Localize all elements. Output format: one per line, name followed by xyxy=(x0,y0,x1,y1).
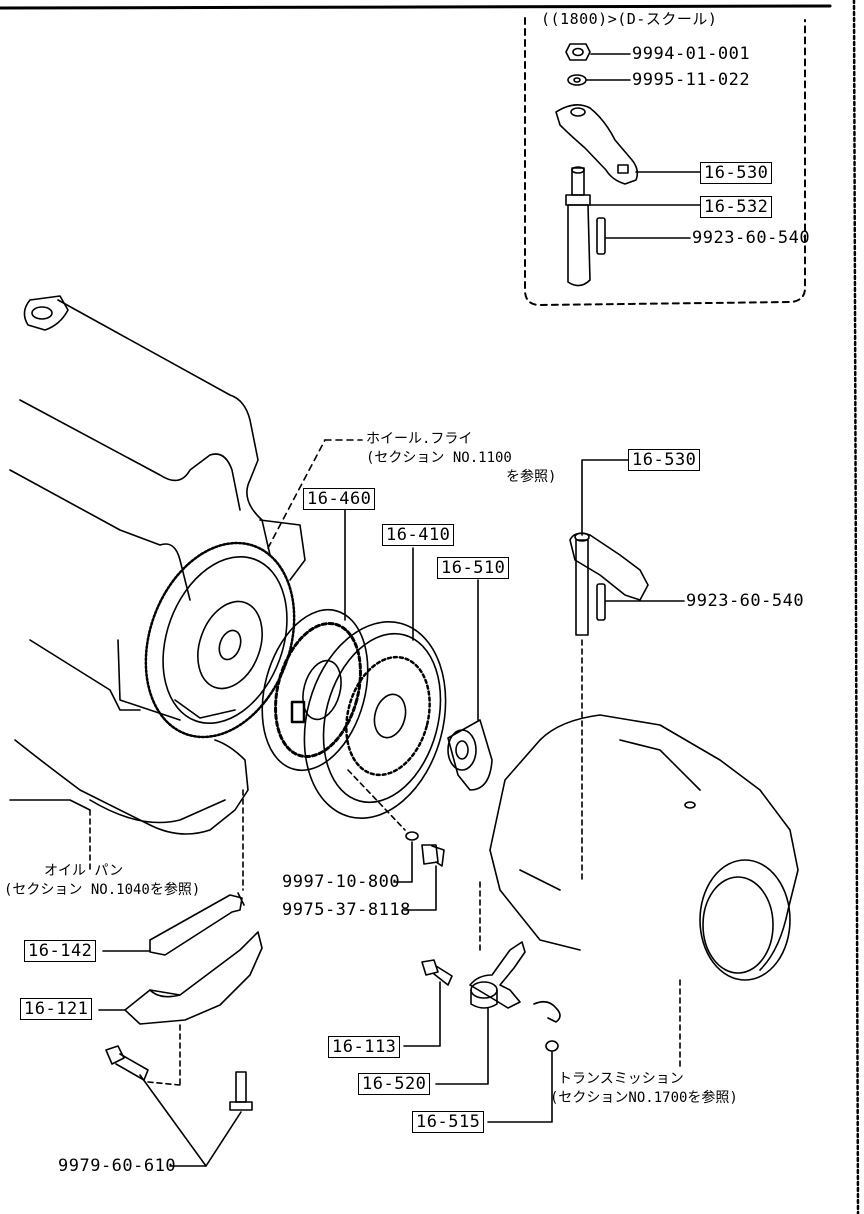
part-16-510: 16-510 xyxy=(437,557,510,579)
part-16-530-inset: 16-530 xyxy=(700,162,773,184)
fork-bolt-icon xyxy=(421,959,453,986)
engine-block xyxy=(9,295,271,721)
part-9923-60-540: 9923-60-540 xyxy=(686,591,805,611)
part-9979-60-610: 9979-60-610 xyxy=(58,1156,177,1176)
part-16-530: 16-530 xyxy=(628,449,701,471)
inset-dashed-box xyxy=(524,17,806,306)
page-right-border xyxy=(852,0,860,1214)
leader-cover-h xyxy=(147,1081,181,1086)
part-9975-37-8118: 9975-37-8118 xyxy=(282,900,411,920)
release-fork xyxy=(469,941,526,1009)
leader-16-520 xyxy=(435,1007,489,1085)
release-shaft-pin-icon xyxy=(596,583,606,621)
transmission xyxy=(489,714,799,981)
note-flywheel: ホイール.フライ (セクション NO.1100 を参照) xyxy=(366,430,556,487)
leader-16-530 xyxy=(581,459,629,536)
lock-washer-icon xyxy=(405,831,419,841)
note-flywheel-line2: (セクション NO.1100 xyxy=(366,450,512,466)
bolt-icon xyxy=(421,844,445,867)
part-16-515: 16-515 xyxy=(412,1111,485,1133)
leader-16-113 xyxy=(403,981,441,1047)
spring-clip-icon xyxy=(533,1000,561,1052)
note-flywheel-line3: を参照) xyxy=(506,469,557,485)
part-16-410: 16-410 xyxy=(382,524,455,546)
release-bearing xyxy=(447,719,493,791)
leader-16-515 xyxy=(487,1051,553,1123)
part-9995-11-022: 9995-11-022 xyxy=(632,70,751,90)
clutch-disc xyxy=(261,608,369,772)
release-shaft xyxy=(569,532,649,636)
cover-plate-16-121 xyxy=(124,931,263,1025)
washer-icon xyxy=(567,74,587,86)
inset-title: ((1800)>(D-スクール) xyxy=(541,10,718,28)
note-flywheel-line1: ホイール.フライ xyxy=(366,431,473,447)
inset-pin-icon xyxy=(596,217,606,255)
note-oil-pan: オイル パン (セクション NO.1040を参照) xyxy=(4,862,200,900)
bracket-16-142 xyxy=(149,892,245,956)
part-16-121: 16-121 xyxy=(20,998,93,1020)
part-9994-01-001: 9994-01-001 xyxy=(632,44,751,64)
nut-icon xyxy=(565,43,591,61)
stud-bolt-icon xyxy=(229,1071,253,1111)
part-16-520: 16-520 xyxy=(358,1073,431,1095)
part-9923-60-540-inset: 9923-60-540 xyxy=(692,228,811,248)
cover-bolt-icon xyxy=(105,1045,149,1081)
leader-flywheel xyxy=(267,439,326,549)
page-top-border xyxy=(0,4,832,10)
part-16-113: 16-113 xyxy=(328,1036,401,1058)
note-transmission: トランスミッション (セクションNO.1700を参照) xyxy=(550,1070,738,1108)
leader-9997 xyxy=(393,841,413,883)
leader-bolt-path xyxy=(347,769,406,831)
note-oil-pan-line1: オイル パン xyxy=(44,863,124,879)
part-16-460: 16-460 xyxy=(303,488,376,510)
flywheel xyxy=(144,519,306,739)
note-oil-pan-line2: (セクション NO.1040を参照) xyxy=(4,882,201,898)
note-transmission-line1: トランスミッション xyxy=(558,1071,684,1087)
inset-release-lever xyxy=(555,104,639,185)
part-16-532: 16-532 xyxy=(700,196,773,218)
inset-release-shaft xyxy=(565,166,591,287)
part-16-142: 16-142 xyxy=(24,940,97,962)
part-9997-10-800: 9997-10-800 xyxy=(282,872,401,892)
leader-9979 xyxy=(139,1074,242,1167)
leader-9975 xyxy=(403,865,437,911)
pressure-plate xyxy=(303,621,447,819)
oil-pan xyxy=(9,739,249,835)
note-transmission-line2: (セクションNO.1700を参照) xyxy=(550,1090,738,1106)
